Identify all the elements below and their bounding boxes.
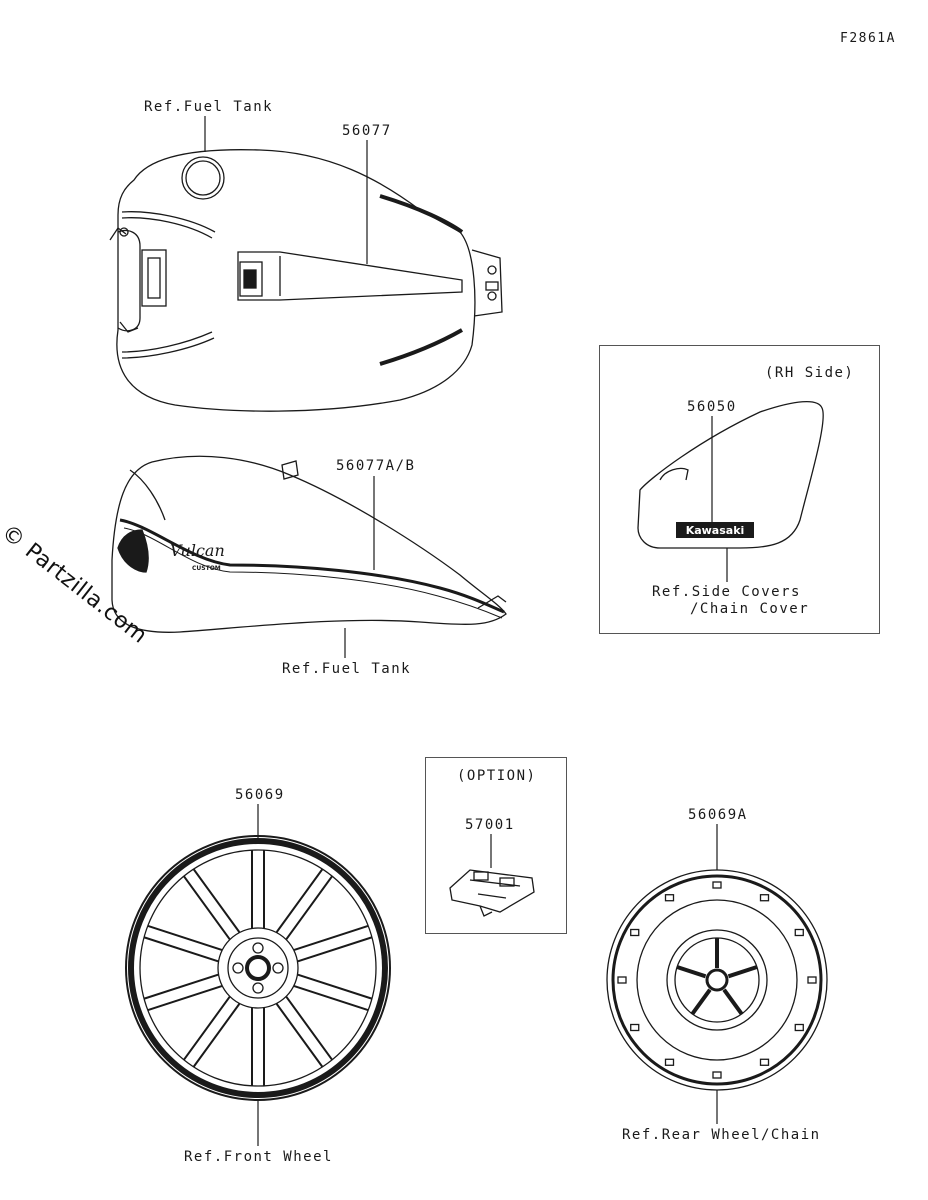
option-frame xyxy=(425,757,567,934)
label-56069a: 56069A xyxy=(688,807,748,823)
fuel-tank-side-view: Vulcan CUSTOM xyxy=(111,455,507,633)
label-chain-cover: /Chain Cover xyxy=(690,601,810,617)
rear-wheel-spoke xyxy=(722,988,744,1016)
front-wheel-spoke xyxy=(192,868,241,933)
front-wheel-spoke xyxy=(285,996,334,1061)
front-wheel-spoke xyxy=(293,924,369,951)
front-wheel-spoke xyxy=(192,1003,241,1068)
front-wheel xyxy=(125,835,391,1101)
label-56077: 56077 xyxy=(342,123,392,139)
front-wheel-spoke xyxy=(297,936,373,963)
label-ref-front-wheel: Ref.Front Wheel xyxy=(184,1149,333,1165)
front-wheel-spoke xyxy=(285,875,334,940)
rear-wheel-mark xyxy=(712,881,722,889)
fuel-tank-top-view xyxy=(109,149,503,412)
label-option: (OPTION) xyxy=(457,768,537,784)
rear-wheel-spoke xyxy=(676,965,707,979)
rear-wheel-spoke xyxy=(727,965,758,979)
label-ref-side-covers: Ref.Side Covers xyxy=(652,584,801,600)
custom-decal-text: CUSTOM xyxy=(192,565,221,572)
front-wheel-spoke xyxy=(143,936,219,963)
kawasaki-decal-text: Kawasaki xyxy=(686,524,745,537)
front-wheel-spoke xyxy=(147,924,223,951)
rear-wheel-spoke xyxy=(690,988,712,1016)
rear-wheel-mark xyxy=(759,894,770,902)
label-ref-rear-wheel: Ref.Rear Wheel/Chain xyxy=(622,1127,821,1143)
rear-wheel-mark xyxy=(807,976,817,984)
label-ref-fuel-tank-side: Ref.Fuel Tank xyxy=(282,661,412,677)
label-57001: 57001 xyxy=(465,817,515,833)
front-wheel-spoke xyxy=(182,875,231,940)
front-wheel-spoke xyxy=(297,973,373,1000)
label-rh-side: (RH Side) xyxy=(765,365,855,381)
label-56069: 56069 xyxy=(235,787,285,803)
rear-wheel-mark xyxy=(664,1058,675,1066)
front-wheel-spoke xyxy=(275,868,324,933)
front-wheel-spoke xyxy=(293,985,369,1012)
front-wheel-spoke xyxy=(147,985,223,1012)
rear-wheel-mark xyxy=(664,894,675,902)
label-56077ab: 56077A/B xyxy=(336,458,416,474)
figure-code: F2861A xyxy=(840,31,896,46)
front-wheel-spoke xyxy=(182,996,231,1061)
rear-wheel xyxy=(606,869,828,1091)
rear-wheel-mark xyxy=(630,928,640,937)
rear-wheel-mark xyxy=(712,1071,722,1079)
rear-wheel-mark xyxy=(630,1023,640,1032)
leader-lines xyxy=(204,116,728,1146)
front-wheel-spoke xyxy=(143,973,219,1000)
front-wheel-spoke xyxy=(275,1003,324,1068)
rear-wheel-mark xyxy=(794,928,804,937)
rh-side-frame xyxy=(599,345,880,634)
label-ref-fuel-tank-top: Ref.Fuel Tank xyxy=(144,99,274,115)
rear-wheel-mark xyxy=(617,976,627,984)
rear-wheel-mark xyxy=(759,1058,770,1066)
vulcan-decal-text: Vulcan xyxy=(170,541,225,560)
rear-wheel-mark xyxy=(794,1023,804,1032)
label-56050: 56050 xyxy=(687,399,737,415)
option-clip xyxy=(449,869,535,917)
